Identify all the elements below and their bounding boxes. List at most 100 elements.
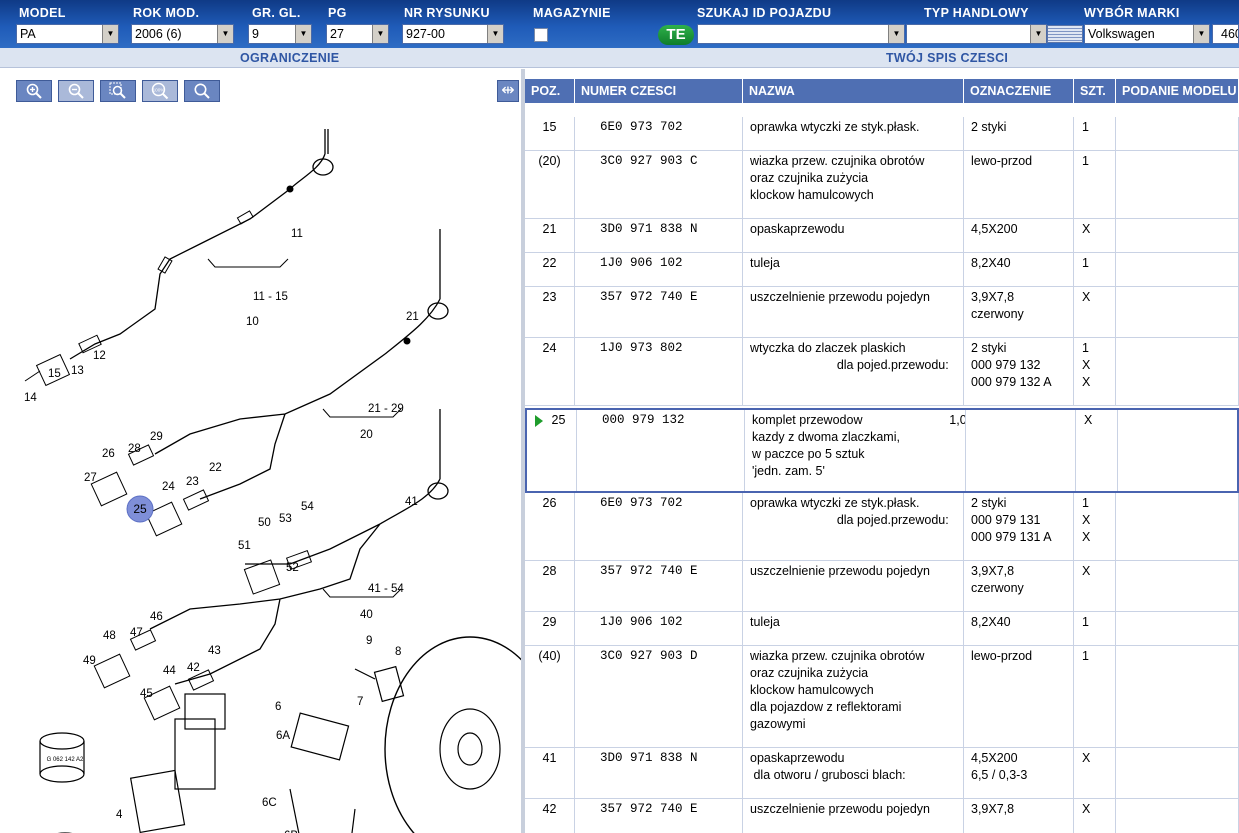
cell-poz: 41: [525, 748, 575, 798]
chevron-down-icon[interactable]: ▼: [1193, 25, 1209, 43]
cell-podanie: [1116, 117, 1239, 150]
callout-label[interactable]: 41 - 54: [368, 583, 404, 595]
cell-szt: X: [1074, 287, 1116, 337]
callout-label[interactable]: 47: [130, 627, 143, 639]
chevron-down-icon[interactable]: ▼: [372, 25, 388, 43]
model-select[interactable]: PA ▼: [16, 24, 119, 44]
col-header-szt[interactable]: SZT.: [1074, 79, 1116, 103]
callout-label[interactable]: 7: [357, 696, 363, 708]
callout-label[interactable]: 46: [150, 611, 163, 623]
rok-mod-select[interactable]: 2006 (6) ▼: [131, 24, 234, 44]
callout-label[interactable]: 6: [275, 701, 281, 713]
cell-num: 1J0 906 102: [575, 253, 743, 286]
callout-label[interactable]: 49: [83, 655, 96, 667]
callout-label[interactable]: 6B: [284, 830, 298, 833]
chevron-down-icon[interactable]: ▼: [102, 25, 118, 43]
magazynie-checkbox[interactable]: [534, 28, 548, 42]
callout-label[interactable]: 10: [246, 316, 259, 328]
callout-label[interactable]: 45: [140, 688, 153, 700]
callout-label[interactable]: 8: [395, 646, 401, 658]
callout-label[interactable]: 27: [84, 472, 97, 484]
callout-label[interactable]: 29: [150, 431, 163, 443]
callout-label[interactable]: 14: [24, 392, 37, 404]
callout-label[interactable]: 22: [209, 462, 222, 474]
callout-label[interactable]: 54: [301, 501, 314, 513]
cell-num: 1J0 973 802: [575, 338, 743, 405]
callout-label[interactable]: 6C: [262, 797, 277, 809]
callout-label[interactable]: 28: [128, 443, 141, 455]
callout-label[interactable]: 41: [405, 496, 418, 508]
callout-label[interactable]: 21: [406, 311, 419, 323]
wybor-marki-select[interactable]: Volkswagen ▼: [1084, 24, 1210, 44]
callout-label[interactable]: 11 - 15: [253, 291, 288, 303]
expand-panel-icon[interactable]: ⇹: [497, 80, 519, 102]
callout-label[interactable]: 24: [162, 481, 175, 493]
chevron-down-icon[interactable]: ▼: [295, 25, 311, 43]
callout-label[interactable]: 26: [102, 448, 115, 460]
callout-label[interactable]: 12: [93, 350, 106, 362]
callout-label[interactable]: 43: [208, 645, 221, 657]
panel-splitter[interactable]: [521, 69, 525, 833]
col-header-podanie[interactable]: PODANIE MODELU: [1116, 79, 1239, 103]
callout-label[interactable]: 51: [238, 540, 251, 552]
magazynie-label: MAGAZYNIE: [533, 6, 611, 20]
col-header-oznaczenie[interactable]: OZNACZENIE: [964, 79, 1074, 103]
callout-label[interactable]: 13: [71, 365, 84, 377]
zoom-out-button[interactable]: [58, 80, 94, 102]
callout-label[interactable]: 23: [186, 476, 199, 488]
callout-label[interactable]: 44: [163, 665, 176, 677]
callout-label[interactable]: 9: [366, 635, 372, 647]
callout-label[interactable]: 50: [258, 517, 271, 529]
callout-label[interactable]: 15: [48, 368, 61, 380]
pg-select[interactable]: 27 ▼: [326, 24, 389, 44]
col-header-nazwa[interactable]: NAZWA: [743, 79, 964, 103]
cell-num: 3C0 927 903 D: [575, 646, 743, 747]
zoom-100-button[interactable]: 100%: [142, 80, 178, 102]
extra-field[interactable]: 460: [1212, 24, 1239, 44]
callout-label[interactable]: 21 - 29: [368, 403, 404, 415]
callout-label[interactable]: 40: [360, 609, 373, 621]
zoom-area-button[interactable]: [100, 80, 136, 102]
search-button[interactable]: [184, 80, 220, 102]
list-stripes-icon[interactable]: [1047, 25, 1083, 43]
cell-name: uszczelnienie przewodu pojedyn: [743, 287, 964, 337]
col-header-numer[interactable]: NUMER CZESCI: [575, 79, 743, 103]
nr-rysunku-select[interactable]: 927-00 ▼: [402, 24, 504, 44]
callout-label[interactable]: 6A: [276, 730, 290, 742]
callout-label[interactable]: 20: [360, 429, 373, 441]
ograniczenie-label[interactable]: OGRANICZENIE: [240, 51, 340, 65]
zoom-in-button[interactable]: [16, 80, 52, 102]
szukaj-id-select[interactable]: ▼: [697, 24, 905, 44]
chevron-down-icon[interactable]: ▼: [888, 25, 904, 43]
gr-gl-select[interactable]: 9 ▼: [248, 24, 312, 44]
chevron-down-icon[interactable]: ▼: [1030, 25, 1046, 43]
chevron-down-icon[interactable]: ▼: [217, 25, 233, 43]
callout-label[interactable]: 42: [187, 662, 200, 674]
callout-label[interactable]: 52: [286, 562, 299, 574]
section-bar: OGRANICZENIE TWÓJ SPIS CZESCI: [0, 48, 1239, 68]
callout-label[interactable]: 53: [279, 513, 292, 525]
te-badge[interactable]: TE: [658, 25, 694, 45]
col-header-poz[interactable]: POZ.: [525, 79, 575, 103]
callout-label[interactable]: 48: [103, 630, 116, 642]
wybor-marki-select-value: Volkswagen: [1088, 27, 1155, 41]
callout-label[interactable]: 11: [291, 228, 303, 240]
nr-rysunku-select-value: 927-00: [406, 27, 445, 41]
chevron-down-icon[interactable]: ▼: [487, 25, 503, 43]
callout-label[interactable]: 4: [116, 809, 123, 821]
typ-handlowy-select[interactable]: ▼: [906, 24, 1047, 44]
selected-callout-marker[interactable]: [126, 495, 154, 523]
